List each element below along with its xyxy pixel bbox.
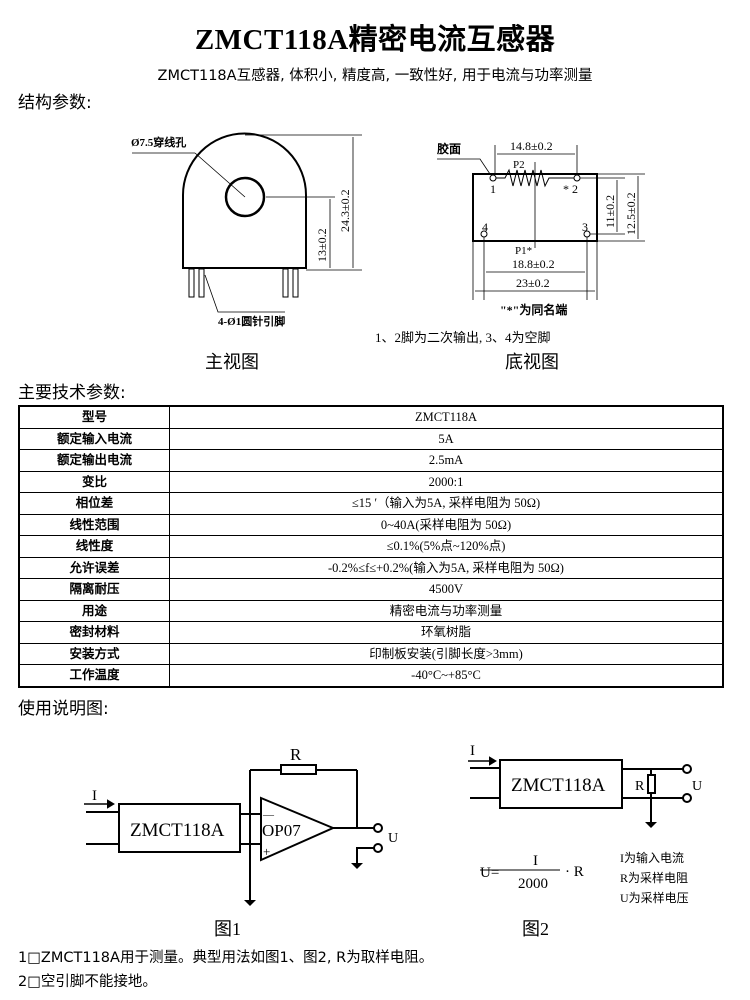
table-row: 安装方式印制板安装(引脚长度>3mm) bbox=[18, 642, 724, 665]
ground-icon bbox=[645, 822, 657, 828]
spec-value: 2000:1 bbox=[169, 470, 724, 493]
subtitle: ZMCT118A互感器, 体积小, 精度高, 一致性好, 用于电流与功率测量 bbox=[157, 68, 593, 84]
spec-label: 型号 bbox=[18, 405, 170, 429]
pin4-label: 4 bbox=[482, 220, 488, 234]
fig1-resistor-label: R bbox=[290, 745, 302, 764]
spec-value: 4500V bbox=[169, 578, 724, 601]
table-row: 相位差≤15 ′（输入为5A, 采样电阻为 50Ω) bbox=[18, 492, 724, 515]
page-title: ZMCT118A精密电流互感器 bbox=[194, 24, 556, 56]
legend-resistor: R为采样电阻 bbox=[620, 870, 688, 885]
usage-note-1: 1□ZMCT118A用于测量。典型用法如图1、图2, R为取样电阻。 bbox=[18, 950, 434, 966]
formula-numerator: I bbox=[533, 853, 538, 869]
opamp-label: OP07 bbox=[262, 821, 301, 840]
spec-label: 额定输出电流 bbox=[18, 449, 170, 472]
formula-denominator: 2000 bbox=[518, 876, 548, 892]
spec-label: 线性范围 bbox=[18, 513, 170, 536]
formula-rhs: · R bbox=[565, 864, 584, 880]
pin3-label: 3 bbox=[582, 220, 588, 234]
dim-bottom-height: 12.5±0.2 bbox=[624, 192, 638, 235]
figure-1-circuit bbox=[84, 764, 383, 900]
star-note: "*"为同名端 bbox=[500, 302, 567, 317]
spec-value: 印制板安装(引脚长度>3mm) bbox=[169, 642, 724, 665]
dim-center: 13±0.2 bbox=[315, 228, 329, 262]
fig1-device-label: ZMCT118A bbox=[130, 820, 225, 841]
fig1-output-label: U bbox=[388, 831, 398, 846]
structure-drawings: Ø7.5穿线孔 4-Ø1圆针引脚 24.3±0.2 13±0.2 主视图 胶面 … bbox=[131, 132, 645, 373]
ground-icon bbox=[351, 863, 363, 869]
spec-value: 0~40A(采样电阻为 50Ω) bbox=[169, 513, 724, 536]
fig2-device-label: ZMCT118A bbox=[511, 775, 606, 796]
table-row: 用途精密电流与功率测量 bbox=[18, 599, 724, 622]
spec-label: 隔离耐压 bbox=[18, 578, 170, 601]
front-view-drawing bbox=[132, 132, 362, 313]
face-label: 胶面 bbox=[437, 141, 461, 156]
pin-note: 1、2脚为二次输出, 3、4为空脚 bbox=[375, 330, 551, 345]
legend-input: I为输入电流 bbox=[620, 850, 684, 865]
table-row: 线性度≤0.1%(5%点~120%点) bbox=[18, 535, 724, 558]
figure-2-caption: 图2 bbox=[522, 919, 549, 939]
spec-label: 用途 bbox=[18, 599, 170, 622]
p1-label: P1* bbox=[515, 245, 532, 257]
spec-value: 2.5mA bbox=[169, 449, 724, 472]
spec-value: 环氧树脂 bbox=[169, 621, 724, 644]
structure-heading: 结构参数: bbox=[18, 93, 92, 113]
legend-voltage: U为采样电压 bbox=[620, 890, 689, 905]
figure-1-caption: 图1 bbox=[214, 919, 241, 939]
dim-height: 24.3±0.2 bbox=[338, 189, 352, 232]
pin2-label: * 2 bbox=[563, 182, 578, 196]
opamp-plus: + bbox=[263, 844, 270, 859]
spec-label: 安装方式 bbox=[18, 642, 170, 665]
fig2-input-label: I bbox=[470, 743, 475, 759]
spec-label: 相位差 bbox=[18, 492, 170, 515]
spec-label: 密封材料 bbox=[18, 621, 170, 644]
spec-value: ≤15 ′（输入为5A, 采样电阻为 50Ω) bbox=[169, 492, 724, 515]
spec-label: 工作温度 bbox=[18, 664, 170, 687]
bottom-view-drawing bbox=[437, 145, 645, 300]
specs-heading: 主要技术参数: bbox=[18, 383, 126, 403]
spec-value: ZMCT118A bbox=[169, 405, 724, 429]
table-row: 密封材料环氧树脂 bbox=[18, 621, 724, 644]
dim-inner-height: 11±0.2 bbox=[603, 195, 617, 228]
opamp-minus: — bbox=[262, 809, 275, 821]
spec-value: -0.2%≤f≤+0.2%(输入为5A, 采样电阻为 50Ω) bbox=[169, 556, 724, 579]
table-row: 工作温度-40°C~+85°C bbox=[18, 664, 724, 687]
spec-label: 变比 bbox=[18, 470, 170, 493]
dim-width: 23±0.2 bbox=[516, 276, 550, 290]
fig2-resistor-label: R bbox=[635, 779, 645, 794]
p2-label: P2 bbox=[513, 159, 525, 171]
hole-label: Ø7.5穿线孔 bbox=[131, 135, 186, 149]
spec-value: 5A bbox=[169, 427, 724, 450]
table-row: 允许误差-0.2%≤f≤+0.2%(输入为5A, 采样电阻为 50Ω) bbox=[18, 556, 724, 579]
spec-value: 精密电流与功率测量 bbox=[169, 599, 724, 622]
usage-note-2: 2□空引脚不能接地。 bbox=[18, 974, 157, 990]
formula-lhs: U= bbox=[480, 865, 499, 881]
ground-icon bbox=[244, 900, 256, 906]
spec-value: -40°C~+85°C bbox=[169, 664, 724, 687]
usage-heading: 使用说明图: bbox=[18, 699, 109, 719]
dim-pin-span: 18.8±0.2 bbox=[512, 257, 555, 271]
fig1-input-label: I bbox=[92, 788, 97, 804]
figure-2-circuit bbox=[468, 756, 692, 871]
spec-label: 额定输入电流 bbox=[18, 427, 170, 450]
spec-label: 线性度 bbox=[18, 535, 170, 558]
spec-label: 允许误差 bbox=[18, 556, 170, 579]
pin-label: 4-Ø1圆针引脚 bbox=[218, 314, 285, 328]
usage-diagrams: I ZMCT118A OP07 — + R U 图1 I ZMCT118A R … bbox=[84, 743, 702, 939]
front-view-caption: 主视图 bbox=[205, 352, 259, 373]
dim-top: 14.8±0.2 bbox=[510, 139, 553, 153]
spec-value: ≤0.1%(5%点~120%点) bbox=[169, 535, 724, 558]
pin1-label: 1 bbox=[490, 182, 496, 196]
fig2-output-label: U bbox=[692, 779, 702, 794]
bottom-view-caption: 底视图 bbox=[505, 352, 559, 373]
